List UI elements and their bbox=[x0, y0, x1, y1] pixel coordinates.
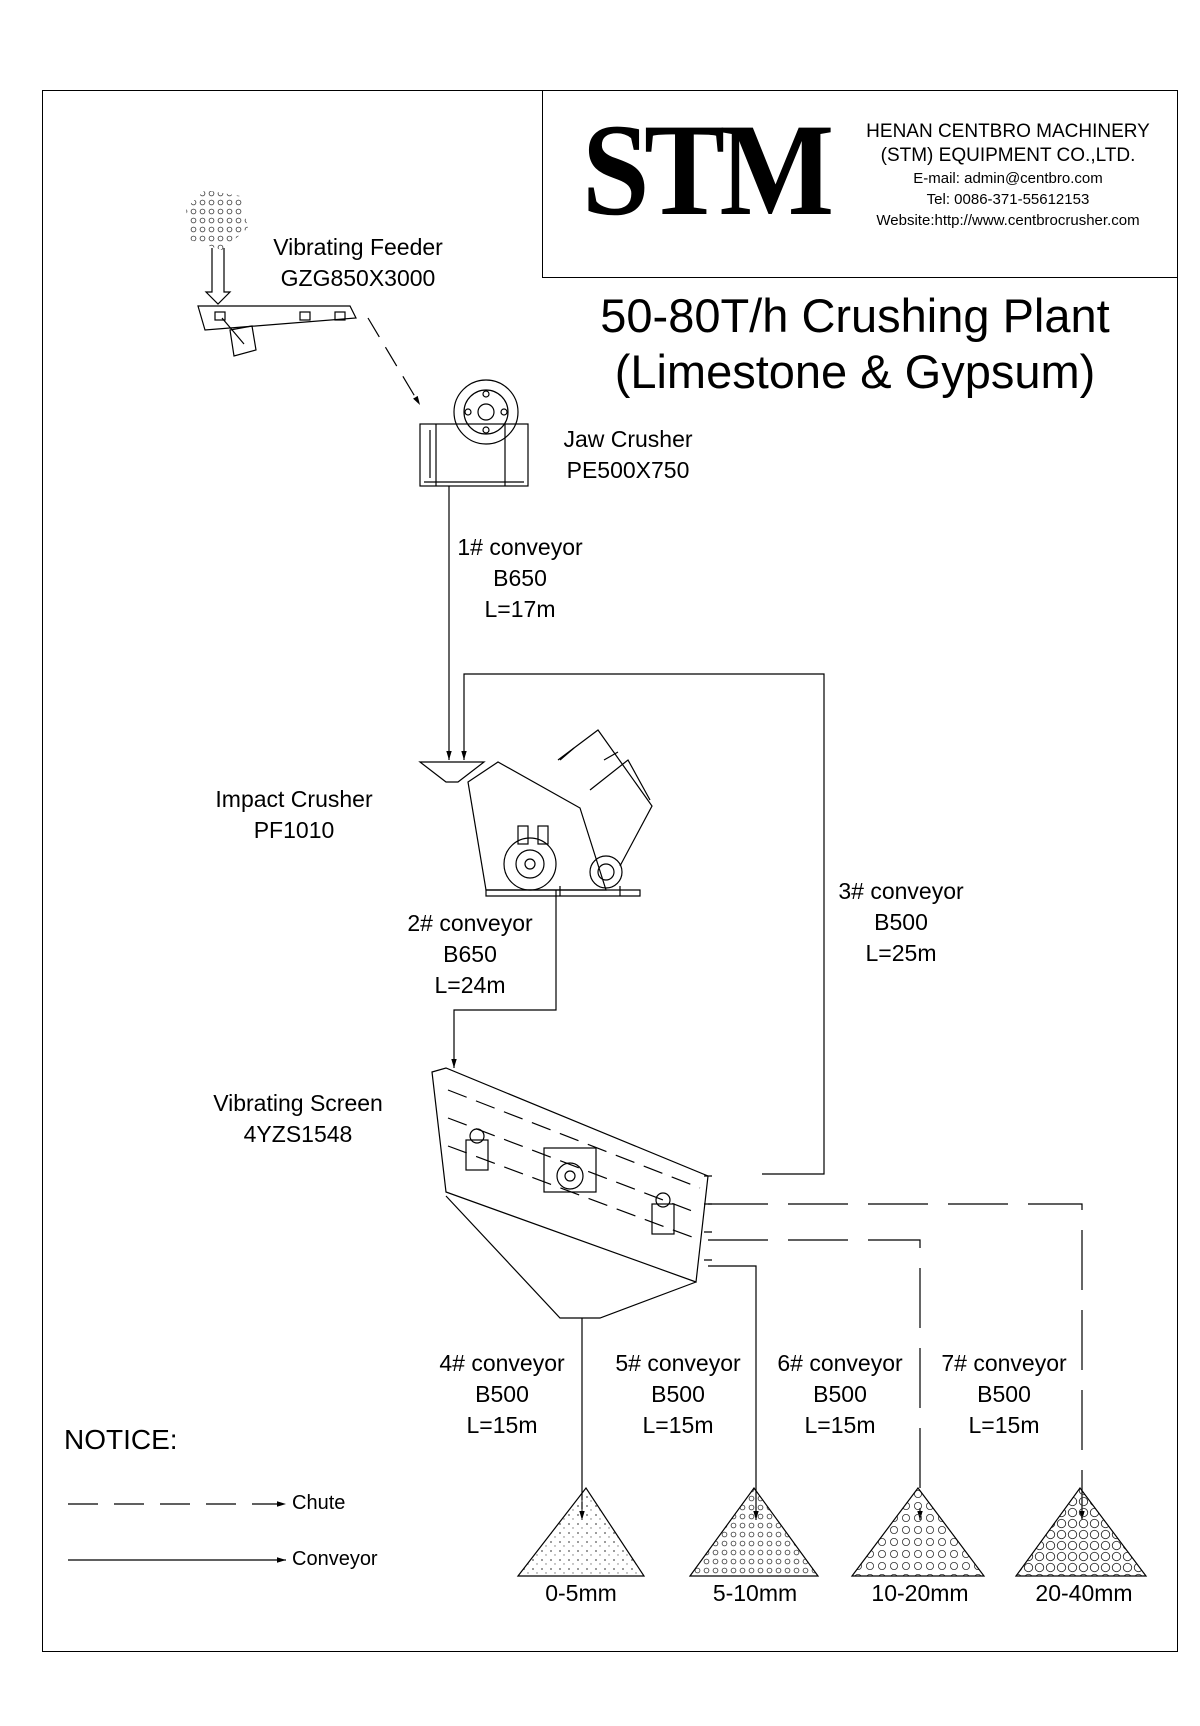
jaw-crusher-drawing bbox=[419, 379, 529, 487]
drawing-frame bbox=[42, 90, 1178, 1652]
pile-10-20mm bbox=[850, 1487, 986, 1577]
product-label-10-20mm: 10-20mm bbox=[871, 1580, 969, 1606]
plant-title-line2: (Limestone & Gypsum) bbox=[614, 345, 1096, 398]
impact-crusher-drawing bbox=[418, 729, 653, 897]
stm-logo: STM bbox=[582, 96, 834, 243]
pile-0-5mm bbox=[516, 1486, 646, 1577]
notice-heading: NOTICE: bbox=[64, 1424, 178, 1455]
plant-title-line1: 50-80T/h Crushing Plant bbox=[600, 289, 1110, 342]
company-tel: Tel: 0086-371-55612153 bbox=[926, 191, 1090, 208]
company-name-line2: (STM) EQUIPMENT CO.,LTD. bbox=[880, 145, 1136, 166]
company-info: HENAN CENTBRO MACHINERY (STM) EQUIPMENT … bbox=[848, 120, 1168, 231]
product-label-0-5mm: 0-5mm bbox=[545, 1580, 617, 1606]
company-name-line1: HENAN CENTBRO MACHINERY bbox=[866, 121, 1150, 142]
vibrating-screen-drawing bbox=[431, 1067, 712, 1319]
pile-20-40mm bbox=[1014, 1486, 1148, 1577]
legend-conveyor-label: Conveyor bbox=[292, 1548, 378, 1570]
product-label-5-10mm: 5-10mm bbox=[712, 1580, 798, 1606]
product-label-20-40mm: 20-40mm bbox=[1035, 1580, 1133, 1606]
legend-chute-label: Chute bbox=[292, 1492, 346, 1514]
company-email: E-mail: admin@centbro.com bbox=[913, 170, 1103, 187]
title-block bbox=[542, 90, 1178, 278]
pile-5-10mm bbox=[688, 1486, 820, 1577]
company-website: Website:http://www.centbrocrusher.com bbox=[876, 212, 1140, 229]
plant-title: 50-80T/h Crushing Plant (Limestone & Gyp… bbox=[555, 288, 1155, 400]
vibrating-feeder-drawing bbox=[186, 190, 357, 357]
